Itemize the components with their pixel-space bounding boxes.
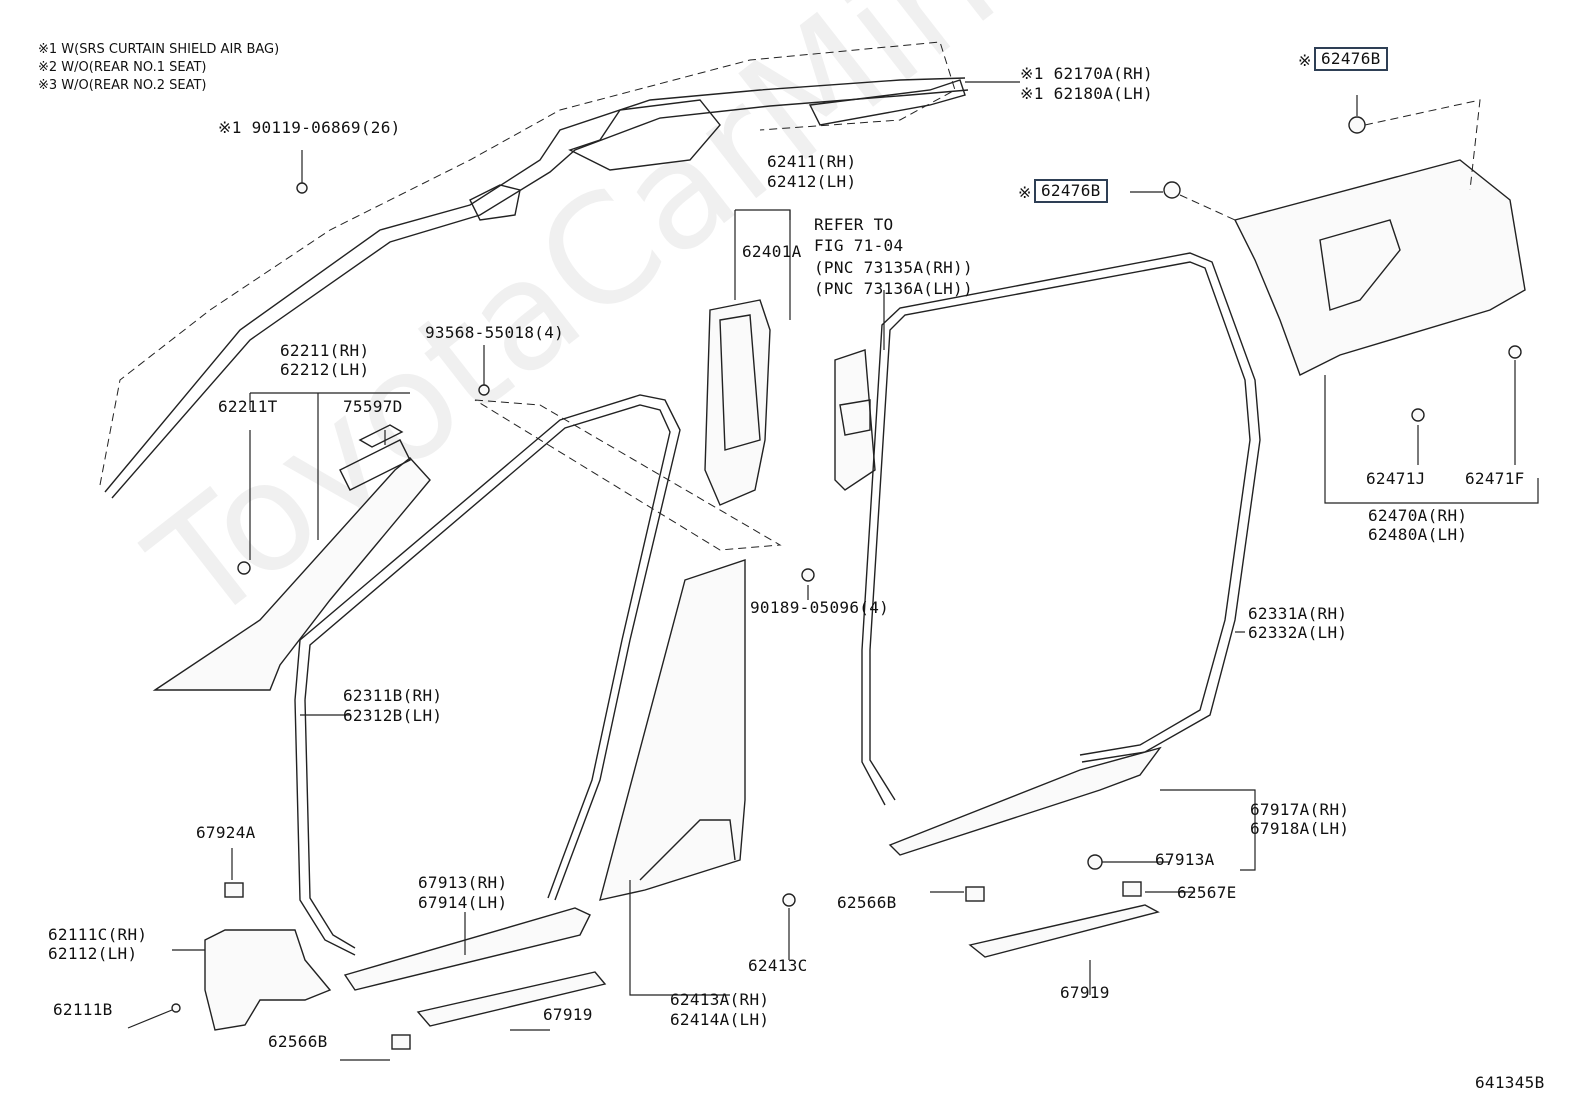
front-pillar-garnish xyxy=(152,424,431,691)
label-62331a[interactable]: 62331A(RH) xyxy=(1248,604,1348,623)
center-pillar-lower xyxy=(599,559,746,901)
label-67917a[interactable]: 67917A(RH) xyxy=(1250,800,1350,819)
label-62211t[interactable]: 62211T xyxy=(218,397,278,416)
rear-opening-weatherstrip xyxy=(861,252,1261,806)
label-62411[interactable]: 62411(RH) xyxy=(767,152,857,171)
label-90189[interactable]: 90189-05096(4) xyxy=(750,598,890,617)
label-62471j[interactable]: 62471J xyxy=(1366,469,1426,488)
label-62413a[interactable]: 62413A(RH) xyxy=(670,990,770,1009)
cowl-side-trim xyxy=(204,929,332,1031)
label-67913[interactable]: 67913(RH) xyxy=(418,873,508,892)
label-62470a[interactable]: 62470A(RH) xyxy=(1368,506,1468,525)
leader-lines xyxy=(127,81,1539,1061)
label-62111b[interactable]: 62111B xyxy=(53,1000,113,1019)
label-93568[interactable]: 93568-55018(4) xyxy=(425,323,565,342)
refer-line-3: (PNC 73135A(RH)) xyxy=(814,258,973,277)
fasteners xyxy=(171,116,1522,1050)
front-scuff-plate xyxy=(343,907,591,991)
label-62471f[interactable]: 62471F xyxy=(1465,469,1525,488)
note-2: ※2 W/O(REAR NO.1 SEAT) xyxy=(38,60,207,75)
step-plates xyxy=(416,904,1160,1027)
label-67919-right[interactable]: 67919 xyxy=(1060,983,1110,1002)
label-75597d[interactable]: 75597D xyxy=(343,397,403,416)
label-62412[interactable]: 62412(LH) xyxy=(767,172,857,191)
front-opening-weatherstrip xyxy=(294,394,782,956)
label-62480a[interactable]: 62480A(LH) xyxy=(1368,525,1468,544)
figure-code: 641345B xyxy=(1475,1073,1545,1092)
refer-line-1: REFER TO xyxy=(814,215,894,234)
center-pillar-upper xyxy=(704,299,771,506)
label-67919-left[interactable]: 67919 xyxy=(543,1005,593,1024)
label-62566b-right[interactable]: 62566B xyxy=(837,893,897,912)
rear-scuff-plate xyxy=(888,746,1162,856)
label-62476b-top[interactable]: 62476B xyxy=(1314,47,1388,71)
note-3: ※3 W/O(REAR NO.2 SEAT) xyxy=(38,78,207,93)
label-62332a[interactable]: 62332A(LH) xyxy=(1248,623,1348,642)
label-62566b-left[interactable]: 62566B xyxy=(268,1032,328,1051)
label-67918a[interactable]: 67918A(LH) xyxy=(1250,819,1350,838)
label-67924a[interactable]: 67924A xyxy=(196,823,256,842)
label-90119[interactable]: ※1 90119-06869(26) xyxy=(218,118,401,137)
label-62312b[interactable]: 62312B(LH) xyxy=(343,706,443,725)
label-62170a[interactable]: ※1 62170A(RH) xyxy=(1020,64,1153,83)
label-62476b-mid[interactable]: 62476B xyxy=(1034,179,1108,203)
label-62414a[interactable]: 62414A(LH) xyxy=(670,1010,770,1029)
quarter-trim-panel xyxy=(1179,99,1526,376)
label-62401a[interactable]: 62401A xyxy=(742,242,802,261)
label-67914[interactable]: 67914(LH) xyxy=(418,893,508,912)
label-67913a[interactable]: 67913A xyxy=(1155,850,1215,869)
label-62413c[interactable]: 62413C xyxy=(748,956,808,975)
note-mark-62476b-top: ※ xyxy=(1298,51,1312,70)
refer-line-4: (PNC 73136A(LH)) xyxy=(814,279,973,298)
roof-rail-garnish xyxy=(99,41,969,499)
label-62567e[interactable]: 62567E xyxy=(1177,883,1237,902)
label-62180a[interactable]: ※1 62180A(LH) xyxy=(1020,84,1153,103)
label-62112[interactable]: 62112(LH) xyxy=(48,944,138,963)
refer-line-2: FIG 71-04 xyxy=(814,236,904,255)
seat-belt-guide xyxy=(834,349,876,491)
note-mark-62476b-mid: ※ xyxy=(1018,183,1032,202)
label-62311b[interactable]: 62311B(RH) xyxy=(343,686,443,705)
label-62212[interactable]: 62212(LH) xyxy=(280,360,370,379)
label-62211[interactable]: 62211(RH) xyxy=(280,341,370,360)
label-62111c[interactable]: 62111C(RH) xyxy=(48,925,148,944)
note-1: ※1 W(SRS CURTAIN SHIELD AIR BAG) xyxy=(38,42,280,57)
